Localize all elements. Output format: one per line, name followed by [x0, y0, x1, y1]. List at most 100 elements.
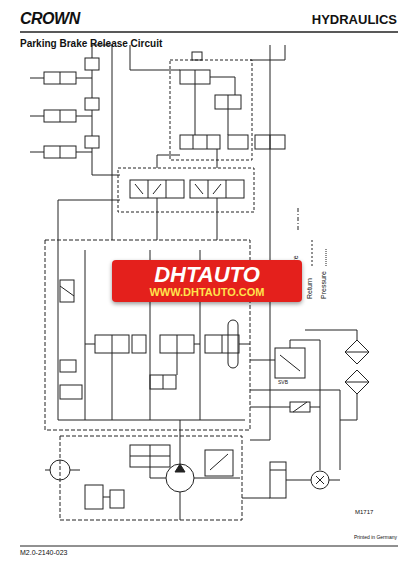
valve-symbol: [180, 52, 285, 149]
cylinder-symbol: [60, 72, 61, 84]
pressure-line: [250, 45, 285, 60]
valve-symbol: [132, 335, 146, 353]
pump-symbol: [175, 464, 185, 472]
legend-text: Return: [306, 277, 314, 300]
cylinder-symbol: [44, 146, 76, 158]
cylinder-symbol: [30, 78, 44, 79]
valve-symbol: [290, 402, 310, 412]
pump-symbol: [130, 445, 170, 467]
watermark-banner: DHTAUTOWWW.DHTAUTO.COM: [112, 260, 302, 302]
valve-symbol: [280, 340, 320, 470]
pump-symbol: [50, 460, 70, 480]
valve-symbol: [85, 136, 99, 148]
cylinder-symbol: [44, 72, 76, 84]
accumulator-symbol: [270, 462, 286, 498]
valve-symbol: [60, 280, 74, 302]
valve-symbol: [270, 135, 271, 149]
cylinder-symbol: [30, 72, 76, 158]
cylinder-symbol: [30, 152, 44, 153]
valve-symbol: [255, 135, 285, 149]
valve-symbol: [177, 335, 178, 353]
valve-symbol: [228, 320, 238, 368]
directional-valve: [226, 180, 227, 198]
valve-symbol: [150, 375, 176, 389]
valve-symbol: [60, 286, 74, 296]
header-rule: [20, 31, 398, 33]
cylinder-symbol: [60, 110, 61, 122]
accumulator-symbol: [242, 462, 340, 498]
valve-symbol: [192, 52, 202, 60]
valve-symbol: [112, 335, 113, 353]
pump-symbol: [85, 485, 103, 509]
pump-symbol: [166, 464, 194, 492]
cylinder-symbol: [30, 116, 44, 117]
legend-sample: [298, 208, 299, 230]
cylinder-symbol: [44, 110, 76, 122]
watermark-brand: DHTAUTO: [118, 263, 296, 286]
valve-group-outline: [170, 60, 252, 160]
pressure-line: [92, 45, 112, 240]
valve-symbol: [193, 135, 194, 149]
pressure-line: [250, 45, 270, 440]
pressure-line: [92, 70, 120, 175]
valve-symbol: [85, 344, 250, 420]
valve-symbol: [215, 95, 241, 109]
valve-symbol: [250, 360, 340, 470]
valve-symbol: [180, 70, 210, 84]
valve-symbol: [205, 335, 239, 353]
accumulator-symbol: [242, 480, 340, 498]
valve-symbol: [250, 407, 320, 408]
valve-symbol: [160, 335, 194, 353]
legend-sample: [326, 248, 327, 266]
valve-symbol: [60, 360, 76, 372]
pump-symbol: [103, 420, 240, 520]
section-heading: HYDRAULICS: [312, 13, 397, 27]
accumulator-symbol: [311, 471, 329, 489]
pump-symbol: [110, 490, 124, 508]
valve-symbol: [228, 135, 248, 149]
pump-symbol: [45, 420, 240, 520]
valve-symbol: [60, 385, 82, 399]
valve-symbol: [228, 95, 229, 109]
accumulator-symbol: [316, 476, 324, 484]
valve-block-outline: [118, 168, 254, 212]
filter-symbol: [345, 370, 369, 394]
directional-valve: [148, 180, 149, 198]
valve-symbol: [195, 77, 235, 135]
pressure-line: [76, 78, 92, 152]
valve-symbol: [293, 402, 307, 412]
figure-number: M1717: [355, 509, 373, 516]
diagram-title: Parking Brake Release Circuit: [20, 38, 162, 49]
directional-valve: [208, 180, 209, 198]
pump-symbol: [45, 470, 80, 471]
legend-text: Pressure: [320, 270, 328, 300]
hydraulic-schematic: [20, 32, 398, 546]
valve-symbol: [207, 135, 208, 149]
valve-symbol: [163, 375, 164, 389]
legend-sample: [312, 240, 313, 266]
watermark-url: WWW.DHTAUTO.COM: [118, 286, 296, 299]
valve-symbol: [222, 335, 223, 353]
valve-symbol: [195, 70, 196, 84]
document-number: M2.0-2140-023: [20, 549, 67, 557]
pump-symbol: [130, 445, 170, 467]
directional-valve: [135, 184, 221, 194]
legend-sample: [298, 208, 326, 266]
footer-rule: [20, 546, 398, 547]
cylinder-symbol: [60, 146, 61, 158]
pressure-line: [58, 200, 120, 240]
print-note: Printed in Germany: [354, 535, 397, 541]
brand-logo: CROWN: [20, 10, 80, 28]
filter-symbol: [305, 330, 357, 420]
valve-symbol: [95, 335, 129, 353]
accumulator-symbol: [270, 470, 286, 471]
valve-symbol: [180, 135, 220, 149]
directional-valve: [166, 180, 167, 198]
component-label: SVB: [278, 380, 288, 386]
directional-valve: [157, 149, 217, 240]
valve-symbol: [250, 340, 340, 470]
pump-symbol: [205, 450, 233, 476]
directional-valve: [130, 149, 244, 240]
valve-symbol: [85, 58, 99, 70]
filter-symbol: [305, 330, 369, 420]
